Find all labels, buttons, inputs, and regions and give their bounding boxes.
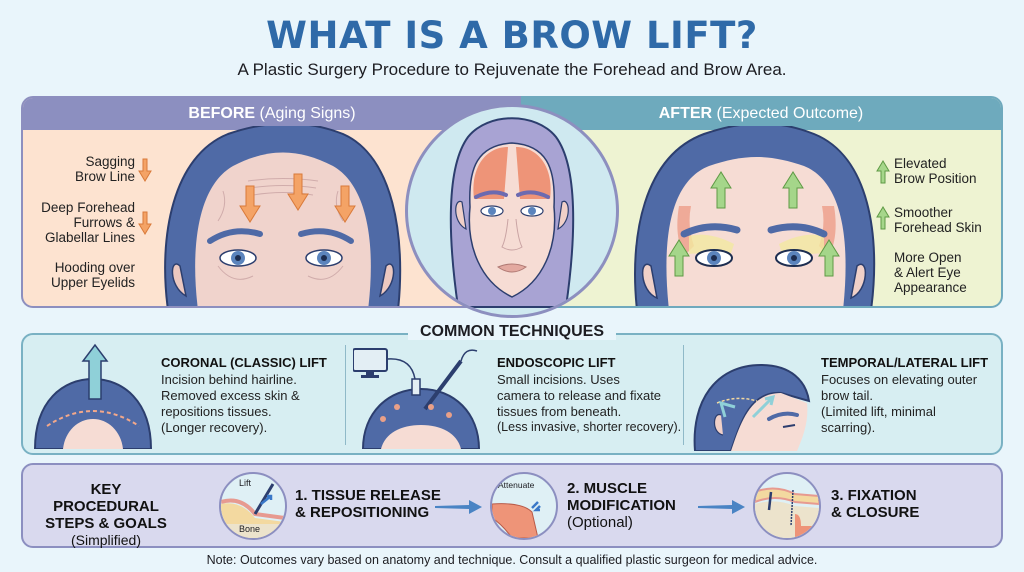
coronal-incision-icon [33, 343, 153, 449]
techniques-panel: CORONAL (CLASSIC) LIFT Incision behind h… [21, 333, 1003, 455]
steps-heading: KEY PROCEDURAL STEPS & GOALS (Simplified… [45, 481, 167, 548]
after-subtitle: (Expected Outcome) [712, 105, 864, 122]
before-header: BEFORE (Aging Signs) [23, 98, 521, 130]
down-arrow-icon [138, 158, 152, 182]
after-title: AFTER [658, 105, 713, 122]
step-1-label: 1. TISSUE RELEASE& REPOSITIONING [295, 487, 441, 521]
right-arrow-icon [435, 500, 482, 514]
tissue-release-icon: Lift Bone [219, 472, 287, 540]
after-header: AFTER (Expected Outcome) [521, 98, 1001, 130]
page-subtitle: A Plastic Surgery Procedure to Rejuvenat… [237, 60, 787, 79]
down-arrow-icon [138, 211, 152, 235]
up-arrow-icon [876, 206, 890, 230]
step-3-label: 3. FIXATION& CLOSURE [831, 487, 920, 521]
before-subtitle: (Aging Signs) [255, 105, 356, 122]
fixation-suture-icon [753, 472, 821, 540]
up-arrow-icon [876, 160, 890, 184]
endoscope-monitor-icon [353, 348, 481, 449]
technique-coronal: CORONAL (CLASSIC) LIFT Incision behind h… [33, 335, 343, 453]
technique-name: ENDOSCOPIC LIFT [497, 355, 616, 370]
procedural-steps-panel: KEY PROCEDURAL STEPS & GOALS (Simplified… [21, 463, 1003, 548]
aged-face-illustration [164, 126, 402, 306]
muscle-modification-icon: Attenuate [490, 472, 558, 540]
right-arrow-icon [698, 500, 745, 514]
technique-name: TEMPORAL/LATERAL LIFT [821, 355, 989, 370]
temporal-lift-icon [693, 363, 811, 451]
before-title: BEFORE [188, 105, 256, 122]
forehead-muscle-anatomy-illustration [449, 117, 575, 308]
disclaimer-note: Note: Outcomes vary based on anatomy and… [206, 553, 818, 567]
technique-temporal: TEMPORAL/LATERAL LIFT Focuses on elevati… [691, 335, 1001, 453]
divider [345, 345, 346, 445]
technique-endoscopic: ENDOSCOPIC LIFT Small incisions. Uses ca… [353, 335, 683, 453]
divider [683, 345, 684, 445]
rejuvenated-face-illustration [634, 126, 876, 306]
after-section: AFTER (Expected Outcome) [521, 96, 1003, 308]
page-title: WHAT IS A BROW LIFT? [266, 14, 758, 57]
technique-name: CORONAL (CLASSIC) LIFT [161, 355, 327, 370]
anatomy-circle [405, 104, 619, 318]
techniques-title: COMMON TECHNIQUES [0, 323, 1024, 341]
